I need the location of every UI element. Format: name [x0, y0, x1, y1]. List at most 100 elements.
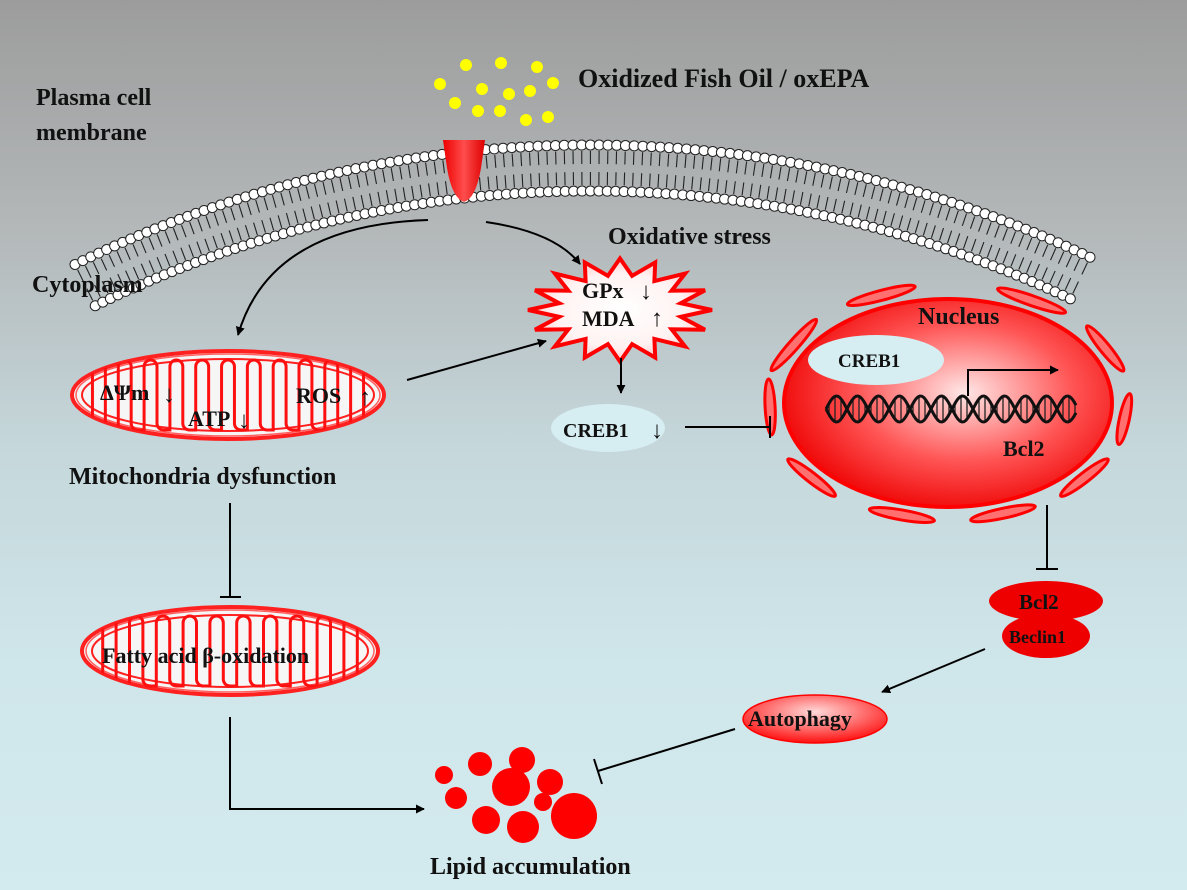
lipid-tail — [774, 187, 779, 201]
lipid-tail — [269, 217, 275, 231]
bcl2-beclin1-complex — [989, 581, 1103, 658]
lipid-head — [1064, 293, 1076, 305]
lipid-tail — [849, 202, 854, 216]
lipid-tail — [230, 207, 236, 221]
pathway-arrows — [220, 219, 1058, 814]
lipid-tail — [744, 161, 748, 175]
lipid-tail — [504, 175, 507, 189]
lipid-tail — [444, 181, 448, 195]
mda-label: MDA — [582, 306, 635, 331]
creb1-cytoplasm-oval — [551, 404, 665, 452]
arrow-bcl2-to-autophagy — [881, 648, 986, 694]
lipid-tail — [887, 190, 893, 204]
lipid-tail — [255, 199, 260, 213]
lipid-tail — [994, 225, 1000, 238]
lipid-tail — [428, 183, 431, 197]
lipid-tail — [125, 270, 132, 283]
mitochondrion-dysfunction — [70, 349, 386, 441]
lipid-tail — [994, 247, 1001, 261]
lipid-tail — [537, 152, 540, 166]
lipid-tail — [236, 227, 242, 241]
oxidative-stress-label: Oxidative stress — [608, 224, 771, 250]
lipid-tail — [261, 219, 267, 233]
lipid-tail — [820, 174, 825, 188]
lipid-tail — [140, 263, 147, 276]
lipid-tail — [986, 244, 993, 258]
lipid-tail — [148, 237, 155, 250]
lipid-tail — [377, 191, 381, 205]
envelope-segment — [1084, 324, 1126, 373]
lipid-tail — [953, 210, 959, 224]
inhibit-mito-to-fatty-acid — [220, 503, 241, 598]
lipid-tail — [837, 178, 842, 192]
lipid-tail — [433, 161, 437, 175]
lipid-tail — [132, 244, 139, 257]
lipid-tail — [263, 197, 269, 211]
lipid-tail — [419, 184, 423, 198]
lipid-tail — [390, 168, 394, 182]
lipid-tail — [693, 155, 696, 169]
lipid-tail — [946, 230, 953, 244]
oil-dot — [449, 97, 461, 109]
lipid-tail — [425, 162, 428, 176]
lipid-tail — [1072, 281, 1079, 294]
mito-dysfunction-label: Mitochondria dysfunction — [69, 464, 336, 490]
lipid-tail — [904, 195, 909, 209]
mito-dpsi-label: ΔΨm — [100, 380, 149, 405]
dna-helix-icon — [824, 394, 1078, 424]
lipid-tail — [733, 181, 736, 195]
lipid-tail — [812, 172, 816, 186]
bcl2-protein-label: Bcl2 — [1019, 590, 1059, 614]
oil-dot — [476, 83, 488, 95]
lipid-tail — [205, 215, 211, 229]
cytoplasm-label: Cytoplasm — [32, 272, 143, 298]
lipid-tail — [222, 210, 228, 224]
lipid-tail — [803, 171, 808, 185]
lipid-tail — [922, 222, 928, 236]
fatty-acid-label: Fatty acid β-oxidation — [102, 643, 309, 668]
lipid-tail — [791, 190, 795, 204]
lipid-tail — [1041, 267, 1048, 280]
lipid-tail — [1026, 237, 1033, 251]
lipid-tail — [701, 156, 704, 170]
lipid-tail — [220, 233, 226, 246]
lipid-tail — [197, 218, 203, 232]
lipid-tail — [100, 258, 108, 271]
lipid-tail — [164, 253, 171, 267]
lipid-tail — [978, 241, 985, 255]
lipid-tail — [890, 213, 895, 226]
lipid-tail — [829, 176, 833, 190]
lipid-tail — [538, 173, 541, 187]
lipid-tail — [1049, 270, 1056, 284]
lipid-tail — [1065, 255, 1073, 268]
lipid-tail — [906, 217, 912, 231]
lipid-tail — [343, 198, 348, 212]
lipid-tail — [674, 175, 677, 189]
lipid-tail — [294, 210, 299, 224]
oil-dot — [520, 114, 532, 126]
lipid-tail — [360, 195, 365, 208]
lipid-tail — [494, 154, 497, 168]
lipid-tail — [1010, 254, 1017, 267]
lipid-tail — [699, 177, 702, 191]
lipid-droplet — [507, 811, 539, 843]
mito-ros-up-arrow-icon: ↑ — [359, 385, 371, 411]
mito-ros-label: ROS — [296, 383, 341, 408]
lipid-droplet — [492, 768, 530, 806]
lipid-tail — [961, 213, 968, 227]
lipid-tail — [502, 154, 505, 168]
lipid-tail — [879, 188, 884, 202]
lipid-tail — [188, 244, 194, 258]
lipid-tail — [895, 192, 901, 206]
membrane-channel — [443, 140, 485, 202]
lipid-tail — [148, 260, 155, 273]
lipid-tail — [330, 179, 335, 193]
lipid-tail — [929, 202, 934, 216]
lipid-tail — [986, 222, 992, 235]
lipid-tail — [862, 184, 867, 198]
lipid-tail — [1050, 248, 1057, 261]
lipid-tail — [356, 174, 361, 188]
lipid-tail — [92, 262, 100, 275]
